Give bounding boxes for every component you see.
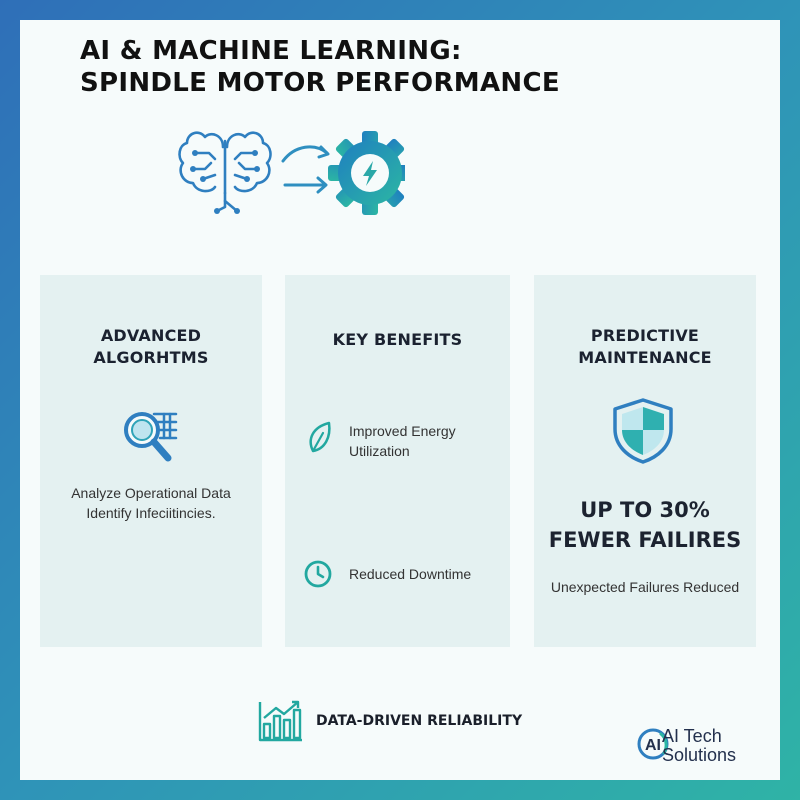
panel-advanced-algorithms: ADVANCED ALGORHTMS Analyze Operational D…: [40, 275, 262, 647]
hero-illustration: [178, 131, 405, 215]
panel-title: PREDICTIVE MAINTENANCE: [578, 326, 712, 367]
stat-headline: UP TO 30% FEWER FAILIRES: [548, 498, 742, 552]
panel-title: KEY BENEFITS: [332, 330, 463, 349]
footer-label: DATA-DRIVEN RELIABILITY: [316, 713, 523, 729]
panel-key-benefits: KEY BENEFITS Improved Energy Utilization…: [285, 275, 510, 647]
panel-body-text: Analyze Operational Data Identify Infeci…: [71, 485, 231, 521]
benefit-item: Improved Energy Utilization: [349, 423, 456, 459]
title-line-2: SPINDLE MOTOR PERFORMANCE: [80, 68, 560, 98]
clock-icon: [304, 560, 332, 588]
bar-chart-icon: [258, 700, 302, 742]
benefit-item: Reduced Downtime: [349, 566, 472, 582]
panel-title: ADVANCED ALGORHTMS: [93, 326, 209, 367]
brand-logo: AI: [637, 728, 669, 760]
title-line-1: AI & MACHINE LEARNING:: [80, 36, 462, 66]
leaf-icon: [309, 421, 331, 453]
panel-predictive-maintenance: PREDICTIVE MAINTENANCE UP TO 30% FEWER F…: [534, 275, 756, 647]
arrow-icon: [281, 145, 330, 194]
gear-icon: [328, 131, 405, 215]
shield-icon: [613, 398, 673, 464]
brand-name: AI Tech Solutions: [662, 726, 737, 765]
magnifier-data-icon: [124, 412, 178, 462]
page-title: AI & MACHINE LEARNING: SPINDLE MOTOR PER…: [80, 35, 560, 99]
brand-logo-text: AI: [645, 737, 661, 754]
stat-caption: Unexpected Failures Reduced: [550, 579, 740, 595]
